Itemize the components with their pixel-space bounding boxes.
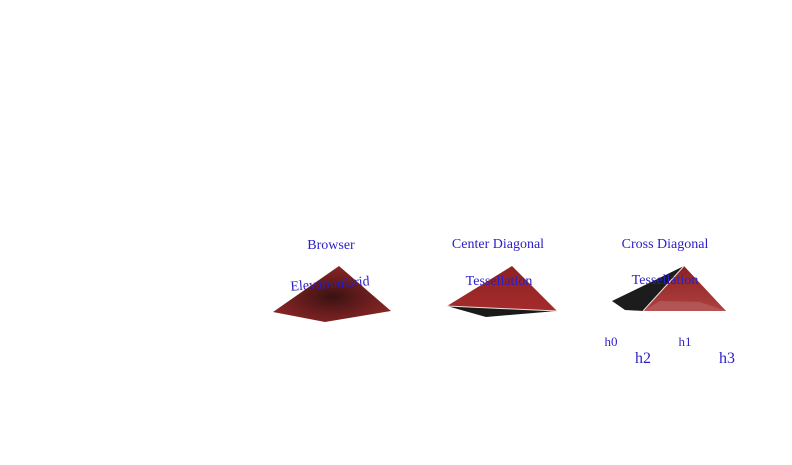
- height-label-h3: h3: [719, 350, 735, 367]
- browser-title: Browser: [307, 238, 355, 253]
- browser-panel: Browser ElevationGrid: [273, 238, 391, 322]
- cross-diagonal-panel: Cross Diagonal Tessellation h0 h1 h2 h3: [605, 237, 736, 367]
- center-diagonal-subtitle: Tessellation: [466, 274, 533, 289]
- cross-diagonal-subtitle: Tessellation: [632, 273, 699, 288]
- height-label-h2: h2: [635, 350, 651, 367]
- cross-diagonal-right-face: [643, 266, 726, 311]
- cross-diagonal-title: Cross Diagonal: [622, 237, 709, 252]
- center-diagonal-title: Center Diagonal: [452, 237, 544, 252]
- browser-subtitle: ElevationGrid: [290, 274, 370, 294]
- cross-diagonal-lower-face: [643, 301, 726, 311]
- height-label-h0: h0: [605, 334, 618, 349]
- center-diagonal-edge: [446, 305, 558, 312]
- height-label-h1: h1: [679, 334, 692, 349]
- center-diagonal-surface: [447, 266, 557, 311]
- center-diagonal-underside: [447, 306, 557, 317]
- center-diagonal-panel: Center Diagonal Tessellation: [446, 237, 558, 317]
- browser-elevation-surface: [273, 266, 391, 322]
- cross-diagonal-left-face: [612, 266, 684, 311]
- cross-diagonal-edge: [642, 265, 685, 312]
